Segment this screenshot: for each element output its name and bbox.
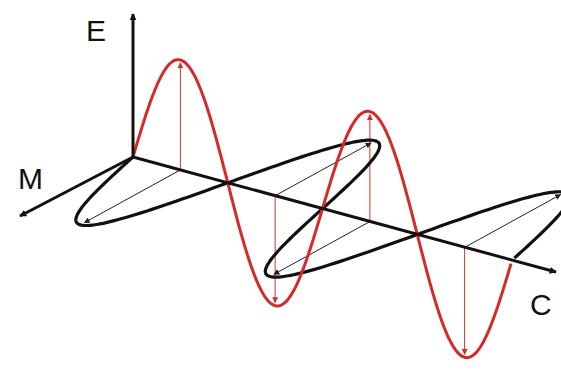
electric-vector — [275, 196, 276, 303]
magnetic-wave — [76, 140, 561, 277]
label-holder: E — [86, 16, 106, 46]
electric-vector — [180, 63, 181, 170]
c-axis — [133, 157, 556, 272]
electric-vector — [464, 247, 465, 354]
waves — [76, 60, 561, 358]
label-holder: C — [530, 290, 552, 320]
axes — [20, 14, 556, 272]
axis-label: C — [530, 290, 552, 320]
label-holder: M — [18, 164, 43, 194]
e-axis — [132, 14, 135, 157]
axis-label: M — [18, 164, 43, 194]
electric-vector — [369, 115, 370, 222]
axis-label: E — [86, 16, 106, 46]
